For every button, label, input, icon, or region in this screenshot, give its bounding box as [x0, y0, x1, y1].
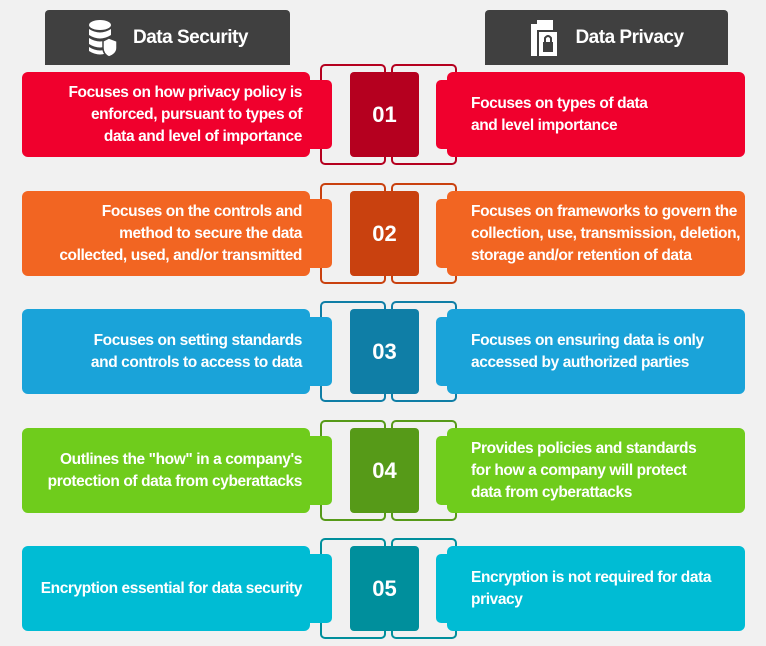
- comparison-row: Focuses on setting standards and control…: [0, 301, 766, 402]
- row-number: 04: [350, 428, 419, 513]
- privacy-text: Focuses on ensuring data is only accesse…: [471, 331, 704, 371]
- row-number-label: 05: [372, 575, 397, 601]
- privacy-description: Focuses on ensuring data is only accesse…: [447, 309, 745, 394]
- document-lock-icon: [531, 19, 558, 56]
- security-description: Focuses on the controls and method to se…: [22, 191, 310, 276]
- security-text: Outlines the "how" in a company's protec…: [47, 450, 303, 490]
- security-text: Focuses on setting standards and control…: [90, 331, 302, 371]
- row-number: 02: [350, 191, 419, 276]
- privacy-text: Focuses on types of data and level impor…: [471, 94, 648, 134]
- data-security-header: Data Security: [45, 10, 290, 65]
- row-number-label: 04: [372, 457, 397, 483]
- comparison-row: Encryption essential for data security E…: [0, 538, 766, 639]
- header-label: Data Privacy: [575, 26, 684, 48]
- privacy-description: Encryption is not required for data priv…: [447, 546, 745, 631]
- security-text: Focuses on the controls and method to se…: [59, 202, 302, 264]
- row-number: 01: [350, 72, 419, 157]
- database-shield-icon: [89, 19, 118, 58]
- comparison-row: Outlines the "how" in a company's protec…: [0, 420, 766, 521]
- security-description: Focuses on setting standards and control…: [22, 309, 310, 394]
- data-privacy-header: Data Privacy: [485, 10, 728, 65]
- privacy-description: Provides policies and standards for how …: [447, 428, 745, 513]
- header-label: Data Security: [133, 26, 248, 48]
- security-description: Encryption essential for data security: [22, 546, 310, 631]
- row-number: 03: [350, 309, 419, 394]
- security-text: Focuses on how privacy policy is enforce…: [68, 83, 302, 145]
- comparison-row: Focuses on the controls and method to se…: [0, 183, 766, 284]
- privacy-text: Encryption is not required for data priv…: [471, 568, 712, 608]
- row-number-label: 03: [372, 338, 397, 364]
- security-text: Encryption essential for data security: [40, 579, 303, 597]
- privacy-text: Provides policies and standards for how …: [471, 439, 697, 501]
- security-description: Focuses on how privacy policy is enforce…: [22, 72, 310, 157]
- comparison-row: Focuses on how privacy policy is enforce…: [0, 64, 766, 165]
- row-number: 05: [350, 546, 419, 631]
- security-description: Outlines the "how" in a company's protec…: [22, 428, 310, 513]
- row-number-label: 02: [372, 220, 397, 246]
- privacy-description: Focuses on frameworks to govern the coll…: [447, 191, 745, 276]
- row-number-label: 01: [372, 101, 397, 127]
- privacy-text: Focuses on frameworks to govern the coll…: [471, 202, 741, 264]
- privacy-description: Focuses on types of data and level impor…: [447, 72, 745, 157]
